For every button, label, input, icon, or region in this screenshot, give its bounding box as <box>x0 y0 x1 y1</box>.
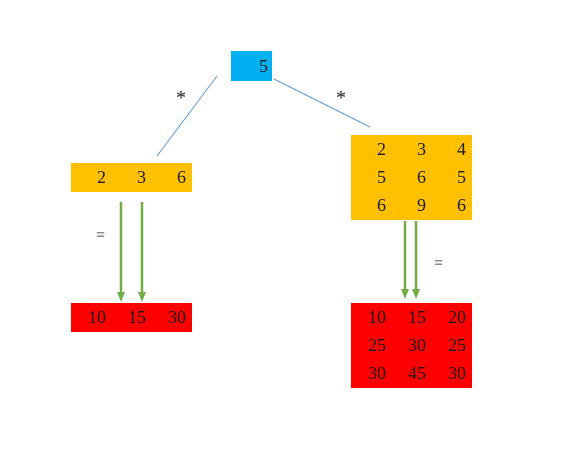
matrix-cell: 45 <box>408 363 426 383</box>
matrix-cell: 3 <box>417 139 426 159</box>
matrix-cell: 10 <box>88 307 106 327</box>
matrix-cell: 10 <box>368 307 386 327</box>
matrix-cell: 20 <box>448 307 466 327</box>
matrix-cell: 15 <box>408 307 426 327</box>
matrix-cell: 30 <box>448 363 466 383</box>
scalar-value: 5 <box>259 56 268 76</box>
matrix-cell: 25 <box>448 335 466 355</box>
right-operand-matrix: 2 3 4 5 6 5 6 9 6 <box>351 135 472 220</box>
matrix-cell: 4 <box>457 139 466 159</box>
matrix-cell: 9 <box>417 195 426 215</box>
connector-line-left <box>156 75 218 157</box>
matrix-cell: 25 <box>368 335 386 355</box>
matrix-cell: 6 <box>177 167 186 187</box>
matrix-cell: 6 <box>417 167 426 187</box>
matrix-cell: 30 <box>408 335 426 355</box>
scalar-box: 5 <box>231 51 272 81</box>
left-operand-matrix: 2 3 6 <box>71 163 192 192</box>
matrix-cell: 3 <box>137 167 146 187</box>
right-result-matrix: 10 15 20 25 30 25 30 45 30 <box>351 303 472 388</box>
matrix-cell: 15 <box>128 307 146 327</box>
matrix-cell: 2 <box>97 167 106 187</box>
matrix-cell: 6 <box>457 195 466 215</box>
connector-line-right <box>273 78 371 128</box>
left-result-matrix: 10 15 30 <box>71 303 192 332</box>
matrix-cell: 30 <box>168 307 186 327</box>
equals-sign-left: = <box>96 227 106 244</box>
matrix-cell: 6 <box>377 195 386 215</box>
multiply-operator-right: * <box>336 87 346 109</box>
multiply-operator-left: * <box>176 87 186 109</box>
matrix-cell: 2 <box>377 139 386 159</box>
matrix-cell: 5 <box>377 167 386 187</box>
matrix-cell: 5 <box>457 167 466 187</box>
equals-sign-right: = <box>434 255 444 272</box>
matrix-cell: 30 <box>368 363 386 383</box>
